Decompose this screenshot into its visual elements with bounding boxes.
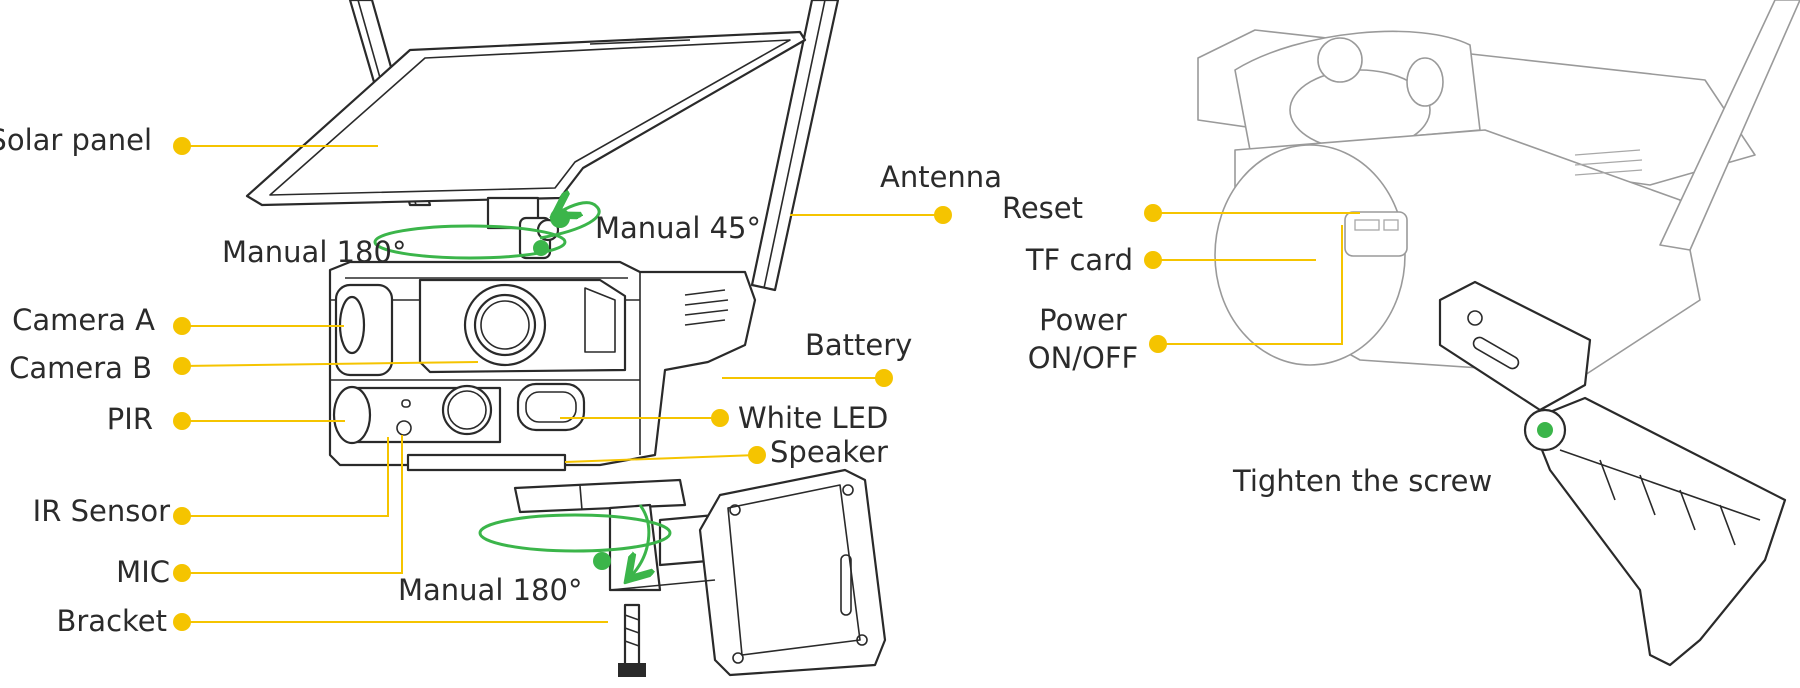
detail-illustration [1197, 0, 1800, 667]
screw-highlight [1537, 422, 1553, 438]
label-solar-panel: Solar panel [0, 123, 152, 157]
label-manual-180-top: Manual 180° [222, 235, 406, 269]
labels-right: Antenna Battery White LED Speaker [560, 160, 1002, 469]
bracket-screw [623, 603, 641, 667]
camera-b-lens [418, 278, 627, 374]
pir-lens [332, 385, 372, 445]
rotation-labels: Manual 180° Manual 45° Manual 180° [222, 211, 761, 607]
labels-left: Solar panel Camera A Camera B PIR IR Sen… [0, 123, 608, 638]
label-reset: Reset [1002, 191, 1083, 225]
label-white-led: White LED [738, 401, 888, 435]
label-camera-b: Camera B [9, 351, 152, 385]
camera-a-lens [334, 283, 394, 377]
lower-module [332, 382, 586, 445]
label-tighten-screw: Tighten the screw [1232, 464, 1492, 498]
label-power: Power [1039, 303, 1127, 337]
label-on-off: ON/OFF [1028, 341, 1138, 375]
white-led [516, 382, 586, 432]
label-camera-a: Camera A [12, 303, 155, 337]
label-manual-180-bottom: Manual 180° [398, 573, 582, 607]
bracket-illustration [513, 468, 887, 677]
camera-illustration [245, 0, 887, 677]
label-tf-card: TF card [1025, 243, 1133, 277]
labels-detail: Reset TF card Power ON/OFF Tighten the s… [1002, 191, 1492, 498]
rotation-arrows [373, 203, 672, 575]
label-bracket: Bracket [56, 604, 167, 638]
speaker [406, 453, 567, 472]
camera-body [328, 260, 757, 472]
label-antenna: Antenna [880, 160, 1002, 194]
label-manual-45: Manual 45° [595, 211, 761, 245]
label-pir: PIR [107, 402, 153, 436]
label-battery: Battery [805, 328, 912, 362]
label-mic: MIC [116, 555, 170, 589]
label-ir-sensor: IR Sensor [33, 494, 170, 528]
label-speaker: Speaker [770, 435, 888, 469]
